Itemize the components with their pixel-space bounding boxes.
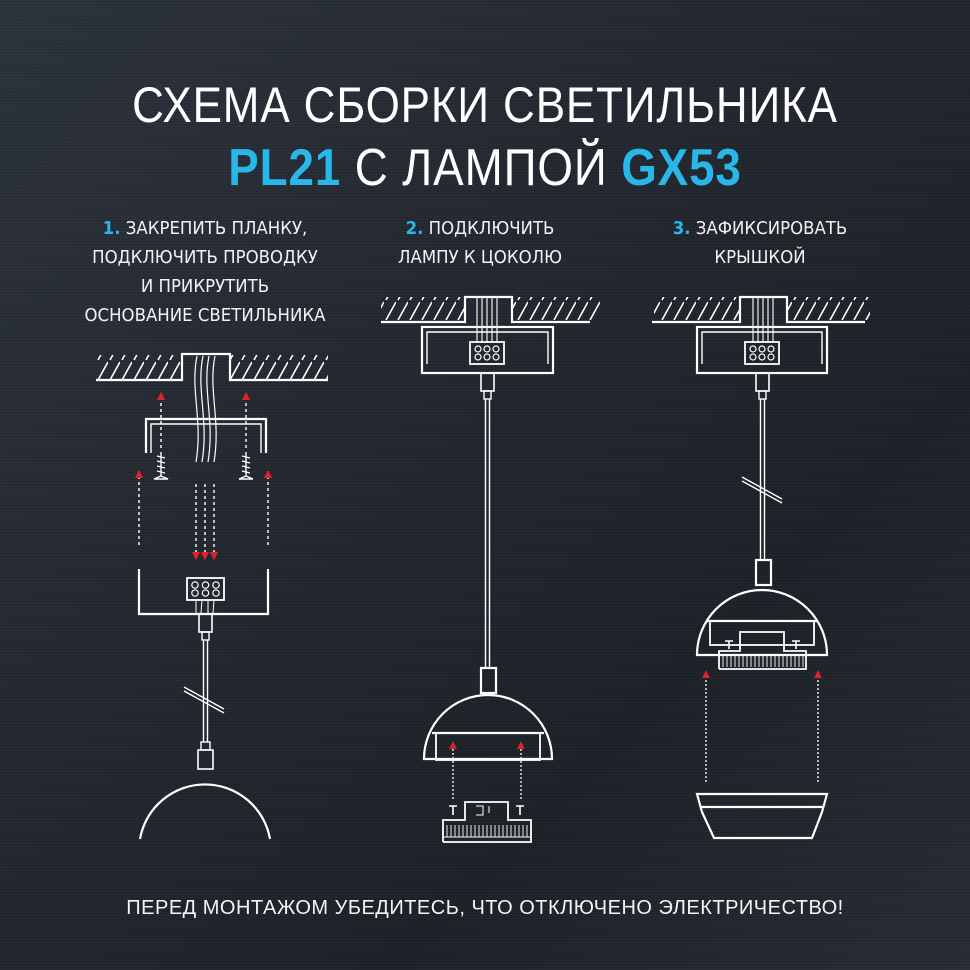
cord-icon bbox=[183, 640, 225, 742]
screw-icon bbox=[153, 452, 254, 480]
step-3-diagram bbox=[652, 295, 870, 840]
model-name: PL21 bbox=[228, 139, 342, 197]
cover-icon bbox=[695, 792, 829, 840]
step-1-instruction: 1. ЗАКРЕПИТЬ ПЛАНКУ, ПОДКЛЮЧИТЬ ПРОВОДКУ… bbox=[44, 214, 366, 330]
step-1-line-1: ЗАКРЕПИТЬ ПЛАНКУ, bbox=[125, 218, 308, 239]
step-1-line-3: И ПРИКРУТИТЬ bbox=[140, 276, 270, 297]
ceiling-icon bbox=[652, 295, 870, 324]
lamp-shade-icon bbox=[422, 666, 554, 761]
step-2-line-2: ЛАМПУ К ЦОКОЛЮ bbox=[398, 247, 562, 268]
lamp-type: GX53 bbox=[621, 139, 742, 197]
canopy-icon bbox=[695, 325, 829, 400]
title-line-1: СХЕМА СБОРКИ СВЕТИЛЬНИКА bbox=[132, 77, 838, 133]
step-2-line-1: ПОДКЛЮЧИТЬ bbox=[428, 218, 555, 239]
wires-icon bbox=[194, 355, 217, 463]
arrow-up-icon bbox=[702, 670, 822, 782]
lamp-shade-icon bbox=[138, 741, 272, 840]
safety-warning: ПЕРЕД МОНТАЖОМ УБЕДИТЕСЬ, ЧТО ОТКЛЮЧЕНО … bbox=[126, 897, 844, 919]
step-1-line-4: ОСНОВАНИЕ СВЕТИЛЬНИКА bbox=[84, 305, 326, 326]
step-3-number: 3. bbox=[672, 218, 691, 239]
ceiling-icon bbox=[381, 295, 600, 324]
wires-icon bbox=[476, 298, 498, 343]
mounting-bracket-icon bbox=[144, 417, 268, 453]
gx53-lamp-icon bbox=[442, 801, 532, 843]
step-1-number: 1. bbox=[102, 218, 121, 239]
gx53-lamp-icon bbox=[718, 631, 807, 670]
step-3-line-1: ЗАФИКСИРОВАТЬ bbox=[695, 218, 848, 239]
step-3-instruction: 3. ЗАФИКСИРОВАТЬ КРЫШКОЙ bbox=[650, 214, 871, 272]
cord-icon bbox=[741, 399, 783, 560]
arrow-down-icon bbox=[191, 484, 219, 561]
step-2-diagram bbox=[381, 295, 600, 843]
step-3-line-2: КРЫШКОЙ bbox=[714, 247, 806, 268]
title-middle: С ЛАМПОЙ bbox=[341, 139, 622, 197]
title-line-2: PL21 С ЛАМПОЙ GX53 bbox=[58, 138, 912, 198]
step-1-diagram bbox=[96, 352, 328, 840]
wires-icon bbox=[752, 298, 774, 343]
lamp-shade-icon bbox=[695, 558, 829, 657]
canopy-icon bbox=[420, 325, 555, 400]
cord-icon bbox=[484, 399, 491, 668]
arrow-up-icon bbox=[449, 741, 525, 799]
canopy-icon bbox=[137, 569, 270, 641]
step-2-instruction: 2. ПОДКЛЮЧИТЬ ЛАМПУ К ЦОКОЛЮ bbox=[370, 214, 591, 272]
ceiling-icon bbox=[96, 352, 328, 382]
step-2-number: 2. bbox=[405, 218, 424, 239]
arrow-up-icon bbox=[134, 391, 273, 545]
step-1-line-2: ПОДКЛЮЧИТЬ ПРОВОДКУ bbox=[92, 247, 318, 268]
